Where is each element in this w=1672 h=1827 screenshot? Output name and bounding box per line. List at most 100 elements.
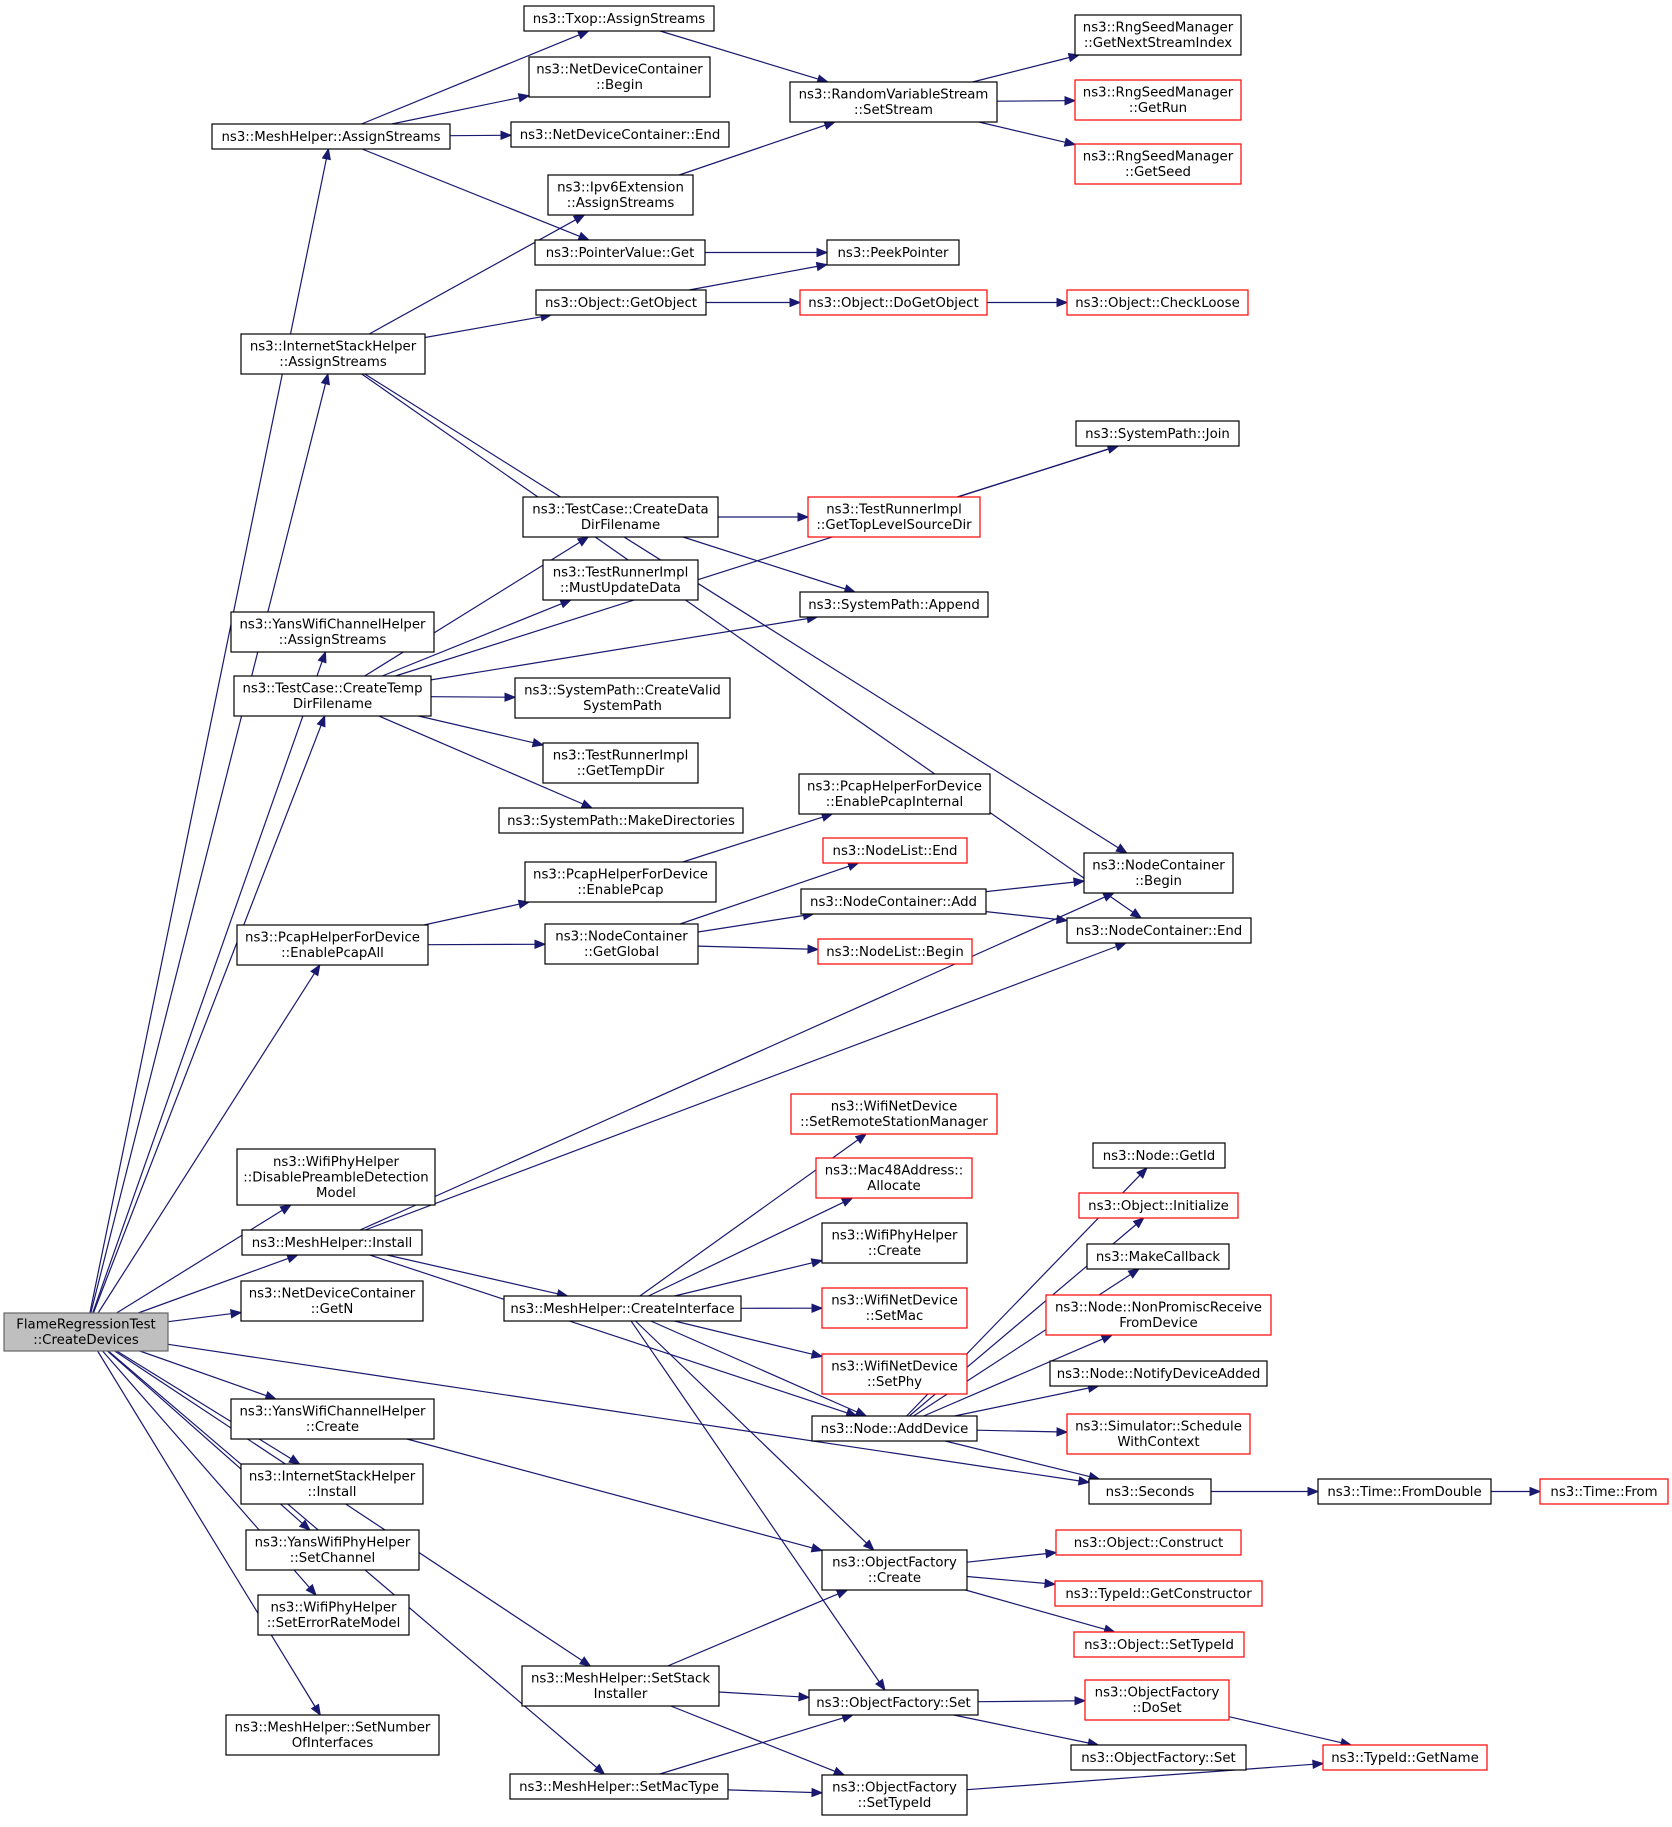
- node-box[interactable]: [1088, 1478, 1212, 1505]
- node-box[interactable]: [523, 5, 715, 32]
- node-box[interactable]: [522, 496, 719, 538]
- node-box[interactable]: [798, 773, 991, 815]
- node-box[interactable]: [800, 888, 987, 915]
- node-box[interactable]: [534, 239, 706, 266]
- node-phfd_ep[interactable]: ns3::PcapHelperForDevice::EnablePcap: [524, 861, 717, 903]
- node-obj_dogetobj[interactable]: ns3::Object::DoGetObject: [799, 289, 988, 316]
- node-box[interactable]: [521, 1665, 720, 1707]
- node-box[interactable]: [1066, 289, 1249, 316]
- node-box[interactable]: [821, 1222, 968, 1264]
- node-box[interactable]: [1054, 1580, 1263, 1607]
- node-ywch_create[interactable]: ns3::YansWifiChannelHelper::Create: [230, 1398, 435, 1440]
- node-obj_settid[interactable]: ns3::Object::SetTypeId: [1073, 1631, 1245, 1658]
- node-of_settid[interactable]: ns3::ObjectFactory::SetTypeId: [821, 1774, 968, 1816]
- node-box[interactable]: [503, 1295, 742, 1322]
- node-tri_gtd[interactable]: ns3::TestRunnerImpl::GetTempDir: [542, 742, 699, 784]
- node-box[interactable]: [245, 1529, 420, 1571]
- node-mh_setmac[interactable]: ns3::MeshHelper::SetMacType: [509, 1773, 729, 1800]
- node-nc_add[interactable]: ns3::NodeContainer::Add: [800, 888, 987, 915]
- node-box[interactable]: [821, 1774, 968, 1816]
- node-box[interactable]: [1074, 143, 1242, 185]
- node-box[interactable]: [524, 861, 717, 903]
- node-box[interactable]: [1066, 917, 1252, 944]
- node-box[interactable]: [826, 239, 960, 266]
- node-box[interactable]: [1073, 1631, 1245, 1658]
- node-box[interactable]: [211, 123, 451, 150]
- node-ipv6_assign[interactable]: ns3::Ipv6Extension::AssignStreams: [547, 174, 694, 216]
- node-sp_append[interactable]: ns3::SystemPath::Append: [799, 591, 989, 618]
- node-box[interactable]: [1539, 1478, 1669, 1505]
- node-box[interactable]: [510, 121, 730, 148]
- node-ndc_getn[interactable]: ns3::NetDeviceContainer::GetN: [240, 1280, 424, 1322]
- node-box[interactable]: [811, 1415, 978, 1442]
- node-mh_ci[interactable]: ns3::MeshHelper::CreateInterface: [503, 1295, 742, 1322]
- node-mh_install[interactable]: ns3::MeshHelper::Install: [241, 1229, 423, 1256]
- node-nc_end[interactable]: ns3::NodeContainer::End: [1066, 917, 1252, 944]
- node-time_fd[interactable]: ns3::Time::FromDouble: [1317, 1478, 1492, 1505]
- node-box[interactable]: [808, 1689, 979, 1716]
- node-box[interactable]: [790, 1093, 998, 1135]
- node-obj_checkloose[interactable]: ns3::Object::CheckLoose: [1066, 289, 1249, 316]
- node-nl_end[interactable]: ns3::NodeList::End: [822, 837, 968, 864]
- node-node_nda[interactable]: ns3::Node::NotifyDeviceAdded: [1049, 1360, 1268, 1387]
- node-box[interactable]: [1074, 14, 1242, 56]
- node-box[interactable]: [1066, 1413, 1251, 1455]
- node-of_create[interactable]: ns3::ObjectFactory::Create: [821, 1549, 968, 1591]
- node-phfd_all[interactable]: ns3::PcapHelperForDevice::EnablePcapAll: [236, 924, 429, 966]
- node-box[interactable]: [241, 1229, 423, 1256]
- node-of_doset[interactable]: ns3::ObjectFactory::DoSet: [1084, 1679, 1230, 1721]
- node-time_from[interactable]: ns3::Time::From: [1539, 1478, 1669, 1505]
- node-txop_assign[interactable]: ns3::Txop::AssignStreams: [523, 5, 715, 32]
- node-mac48_alloc[interactable]: ns3::Mac48Address::Allocate: [815, 1157, 973, 1199]
- node-root[interactable]: FlameRegressionTest::CreateDevices: [3, 1312, 169, 1352]
- node-box[interactable]: [1317, 1478, 1492, 1505]
- node-box[interactable]: [230, 611, 435, 653]
- node-box[interactable]: [528, 56, 711, 98]
- node-node_getid[interactable]: ns3::Node::GetId: [1092, 1142, 1226, 1169]
- node-pv_get[interactable]: ns3::PointerValue::Get: [534, 239, 706, 266]
- node-ish_assign[interactable]: ns3::InternetStackHelper::AssignStreams: [240, 333, 426, 375]
- node-box[interactable]: [822, 837, 968, 864]
- node-box[interactable]: [821, 1353, 968, 1395]
- node-peekptr[interactable]: ns3::PeekPointer: [826, 239, 960, 266]
- node-wnd_setmac[interactable]: ns3::WifiNetDevice::SetMac: [821, 1287, 968, 1329]
- node-box[interactable]: [236, 924, 429, 966]
- node-box[interactable]: [821, 1549, 968, 1591]
- node-nl_begin[interactable]: ns3::NodeList::Begin: [817, 938, 973, 965]
- node-box[interactable]: [815, 1157, 973, 1199]
- node-box[interactable]: [240, 1463, 424, 1505]
- node-box[interactable]: [257, 1594, 410, 1636]
- node-ndc_end[interactable]: ns3::NetDeviceContainer::End: [510, 121, 730, 148]
- node-sp_mkdirs[interactable]: ns3::SystemPath::MakeDirectories: [498, 807, 744, 834]
- node-box[interactable]: [799, 289, 988, 316]
- node-box[interactable]: [799, 591, 989, 618]
- node-box[interactable]: [225, 1714, 440, 1756]
- node-box[interactable]: [821, 1287, 968, 1329]
- node-ndc_begin[interactable]: ns3::NetDeviceContainer::Begin: [528, 56, 711, 98]
- node-box[interactable]: [230, 1398, 435, 1440]
- node-box[interactable]: [807, 496, 981, 538]
- node-box[interactable]: [3, 1312, 169, 1352]
- node-ywph_setch[interactable]: ns3::YansWifiPhyHelper::SetChannel: [245, 1529, 420, 1571]
- node-tri_gtlsd[interactable]: ns3::TestRunnerImpl::GetTopLevelSourceDi…: [807, 496, 981, 538]
- node-box[interactable]: [509, 1773, 729, 1800]
- node-box[interactable]: [1049, 1360, 1268, 1387]
- node-rsm_getseed[interactable]: ns3::RngSeedManager::GetSeed: [1074, 143, 1242, 185]
- node-box[interactable]: [1078, 1192, 1239, 1219]
- node-box[interactable]: [547, 174, 694, 216]
- node-rsm_gnsi[interactable]: ns3::RngSeedManager::GetNextStreamIndex: [1074, 14, 1242, 56]
- node-box[interactable]: [240, 1280, 424, 1322]
- node-mh_assign[interactable]: ns3::MeshHelper::AssignStreams: [211, 123, 451, 150]
- node-box[interactable]: [498, 807, 744, 834]
- node-ywch_assign[interactable]: ns3::YansWifiChannelHelper::AssignStream…: [230, 611, 435, 653]
- node-wnd_setphy[interactable]: ns3::WifiNetDevice::SetPhy: [821, 1353, 968, 1395]
- node-box[interactable]: [1086, 1243, 1230, 1270]
- node-tid_getctor[interactable]: ns3::TypeId::GetConstructor: [1054, 1580, 1263, 1607]
